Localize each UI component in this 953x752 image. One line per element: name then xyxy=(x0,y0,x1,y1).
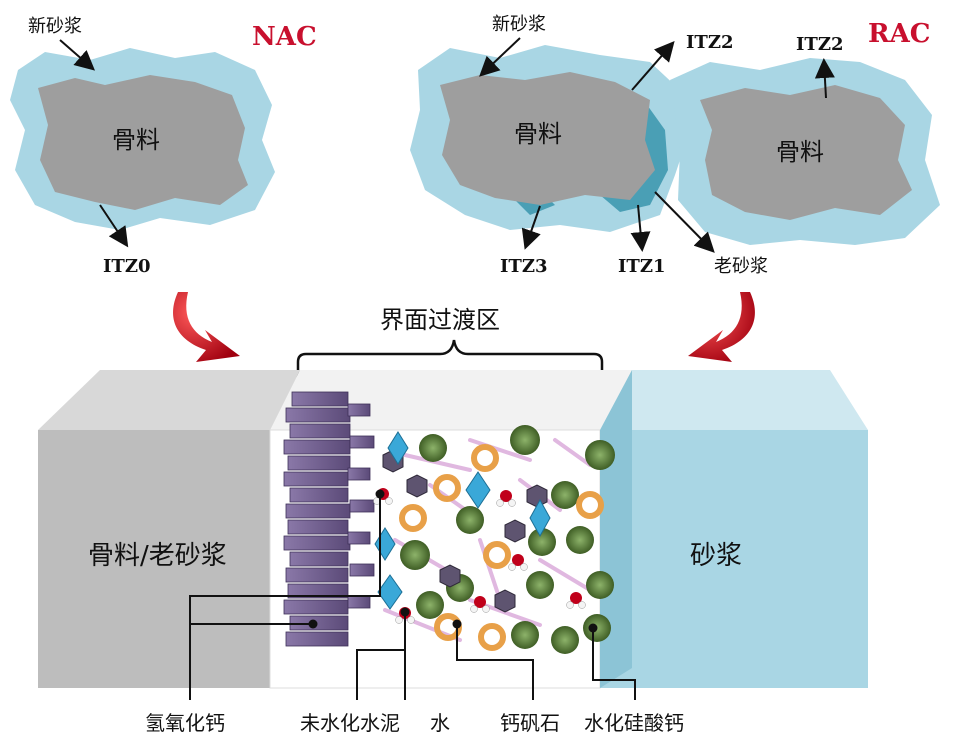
right-block-label: 砂浆 xyxy=(690,541,742,571)
left-block-label: 骨料/老砂浆 xyxy=(88,541,227,571)
rac-old-mortar-label: 老砂浆 xyxy=(714,256,768,277)
nac-new-mortar-arrow xyxy=(59,39,96,71)
rac-itz2-a-label: ITZ2 xyxy=(686,32,733,53)
legend-water: 水 xyxy=(430,711,450,735)
legend-csh: 水化硅酸钙 xyxy=(584,711,684,735)
right-block xyxy=(600,370,868,688)
legend-unhydrated-cement: 未水化水泥 xyxy=(300,711,400,735)
nac-itz0-label: ITZ0 xyxy=(103,256,150,277)
ettringite-rings xyxy=(399,444,604,651)
rac-aggregate-1-label: 骨料 xyxy=(514,120,562,148)
rac-itz2-a-arrow xyxy=(631,40,675,91)
itz-label: 界面过渡区 xyxy=(380,306,500,334)
nac-itz0-arrow xyxy=(99,204,129,248)
leader-lines xyxy=(189,494,636,700)
legend-calcium-hydroxide: 氢氧化钙 xyxy=(145,711,225,735)
nac-new-mortar-label: 新砂浆 xyxy=(28,16,82,37)
rac-aggregate-right xyxy=(700,85,912,220)
rac-title: RAC xyxy=(868,19,930,49)
rac-old-mortar-arrow xyxy=(654,191,715,253)
red-arrow-left xyxy=(173,292,240,362)
leader-dots xyxy=(308,489,598,633)
itz-brace xyxy=(296,339,604,378)
calcium-hydroxide-plates xyxy=(283,391,375,647)
rac-particles xyxy=(410,45,940,245)
rac-itz1-arrow xyxy=(630,204,651,252)
rac-itz2-b-label: ITZ2 xyxy=(796,34,843,55)
red-arrow-right xyxy=(688,292,755,362)
left-block xyxy=(38,370,300,688)
csh-particles xyxy=(400,425,615,654)
nac-aggregate xyxy=(38,75,248,210)
rac-aggregate-left xyxy=(440,72,655,205)
nac-title: NAC xyxy=(252,22,317,52)
rac-itz3-arrow xyxy=(521,205,541,250)
rac-itz2-b-arrow xyxy=(814,58,835,99)
nac-aggregate-label: 骨料 xyxy=(112,126,160,154)
rac-new-mortar-label: 新砂浆 xyxy=(492,14,546,35)
rac-itz3-label: ITZ3 xyxy=(500,256,547,277)
rac-new-mortar-arrow xyxy=(479,37,521,77)
legend-ettringite: 钙矾石 xyxy=(500,711,560,735)
nac-particle xyxy=(10,48,275,230)
rac-aggregate-2-label: 骨料 xyxy=(776,138,824,166)
rac-itz1-label: ITZ1 xyxy=(618,256,665,277)
